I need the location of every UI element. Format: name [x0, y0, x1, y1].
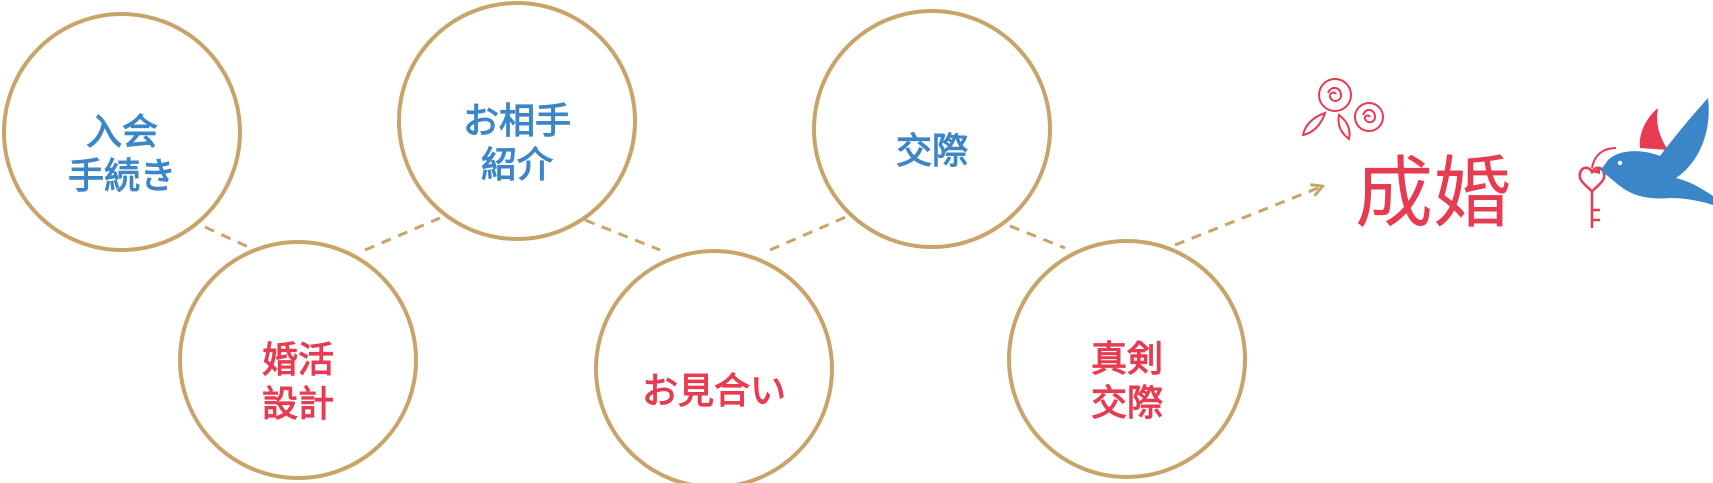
step-label: お見合い	[642, 371, 786, 412]
step-label: 交際	[1091, 382, 1163, 424]
step-ring	[397, 1, 637, 241]
step-label: 設計	[262, 384, 334, 425]
arrow-to-final	[1174, 188, 1318, 247]
step-ring	[2, 12, 242, 252]
rose-icon	[1301, 78, 1384, 141]
step-number: 04	[688, 261, 741, 306]
step-ring	[812, 9, 1052, 249]
connector-05-06	[1009, 224, 1066, 250]
step-label: 手続き	[68, 156, 176, 197]
connector-01-02	[204, 225, 256, 252]
step-number: 06	[1101, 251, 1154, 296]
key-icon	[1578, 147, 1617, 228]
step-number: 02	[272, 252, 325, 297]
step-label: 婚活	[262, 340, 334, 381]
step-label: 入会	[86, 112, 158, 153]
connectors	[204, 188, 1318, 252]
step-ring	[178, 240, 418, 480]
step-ring	[1007, 239, 1247, 479]
connector-04-05	[769, 211, 856, 252]
step-number: 01	[96, 24, 149, 69]
step-label: お相手	[463, 101, 571, 142]
step-04: 04 お見合い	[594, 249, 834, 483]
step-05: 05 交際	[812, 9, 1052, 249]
step-label: 交際	[896, 130, 968, 172]
step-number: 05	[906, 21, 959, 66]
step-label: 紹介	[481, 145, 554, 186]
bird-icon	[1591, 98, 1713, 205]
step-number: 03	[491, 13, 544, 58]
step-label: 真剣	[1091, 339, 1163, 380]
connector-03-04	[584, 218, 661, 252]
step-ring	[594, 249, 834, 483]
connector-02-03	[364, 216, 441, 252]
final-label: 成婚	[1355, 149, 1511, 239]
